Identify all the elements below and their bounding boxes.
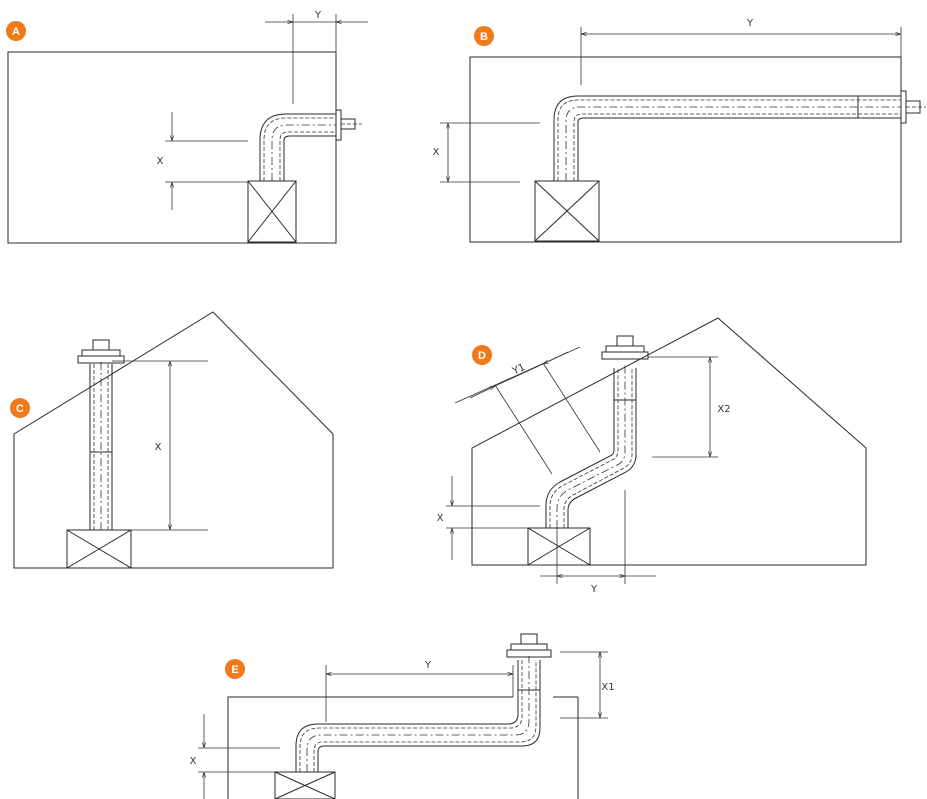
- heater-box: [274, 771, 336, 799]
- dimension-y: Y: [580, 18, 902, 85]
- label-x: X: [155, 442, 162, 453]
- badge-b: B: [474, 26, 494, 46]
- diagram-a: A Y: [6, 10, 368, 244]
- dimension-y1: Y1: [454, 346, 601, 475]
- dimension-y: Y: [540, 490, 656, 595]
- heater-box: [534, 180, 600, 242]
- label-x: X: [433, 147, 440, 158]
- diagram-b: B Y X: [433, 18, 926, 243]
- heater-box: [247, 180, 297, 243]
- svg-text:A: A: [12, 26, 20, 38]
- dimension-y: Y: [265, 10, 368, 104]
- room-outline: [7, 51, 337, 244]
- dimension-x: X: [433, 122, 540, 183]
- dimension-x: X: [437, 476, 540, 560]
- svg-text:E: E: [231, 664, 238, 676]
- label-y: Y: [590, 584, 598, 595]
- dimension-x: X: [190, 714, 280, 799]
- heater-box: [66, 529, 132, 569]
- dimension-x1: X1: [560, 651, 615, 719]
- flue-pipe: [545, 335, 649, 528]
- svg-text:C: C: [16, 403, 24, 415]
- label-x: X: [157, 156, 164, 167]
- flue-pipe: [259, 109, 362, 181]
- label-x: X: [437, 513, 444, 524]
- label-x1: X1: [601, 682, 614, 693]
- badge-e: E: [225, 659, 245, 679]
- dimension-y: Y: [325, 660, 514, 722]
- svg-text:B: B: [480, 31, 488, 43]
- diagram-d: D Y1: [437, 317, 867, 595]
- house-outline: [471, 317, 867, 566]
- room-outline: [227, 696, 513, 799]
- flue-pipe: [553, 90, 926, 181]
- label-y: Y: [424, 660, 432, 671]
- dimension-x2: X2: [648, 356, 731, 458]
- label-y: Y: [746, 18, 754, 29]
- house-outline: [13, 311, 334, 569]
- label-x: X: [190, 756, 197, 767]
- badge-a: A: [6, 21, 26, 41]
- dimension-x: X: [157, 112, 248, 210]
- label-y1: Y1: [510, 362, 527, 378]
- diagram-e: E Y X1: [190, 633, 615, 799]
- flue-pipe: [77, 339, 125, 530]
- diagram-c: C X: [10, 311, 334, 569]
- label-y: Y: [314, 10, 322, 21]
- dimension-x: X: [112, 360, 208, 531]
- heater-box: [527, 527, 591, 566]
- svg-text:D: D: [478, 350, 486, 362]
- label-x2: X2: [717, 404, 730, 415]
- badge-c: C: [10, 398, 30, 418]
- badge-d: D: [472, 345, 492, 365]
- room-outline: [469, 56, 902, 243]
- flue-pipe: [295, 633, 552, 772]
